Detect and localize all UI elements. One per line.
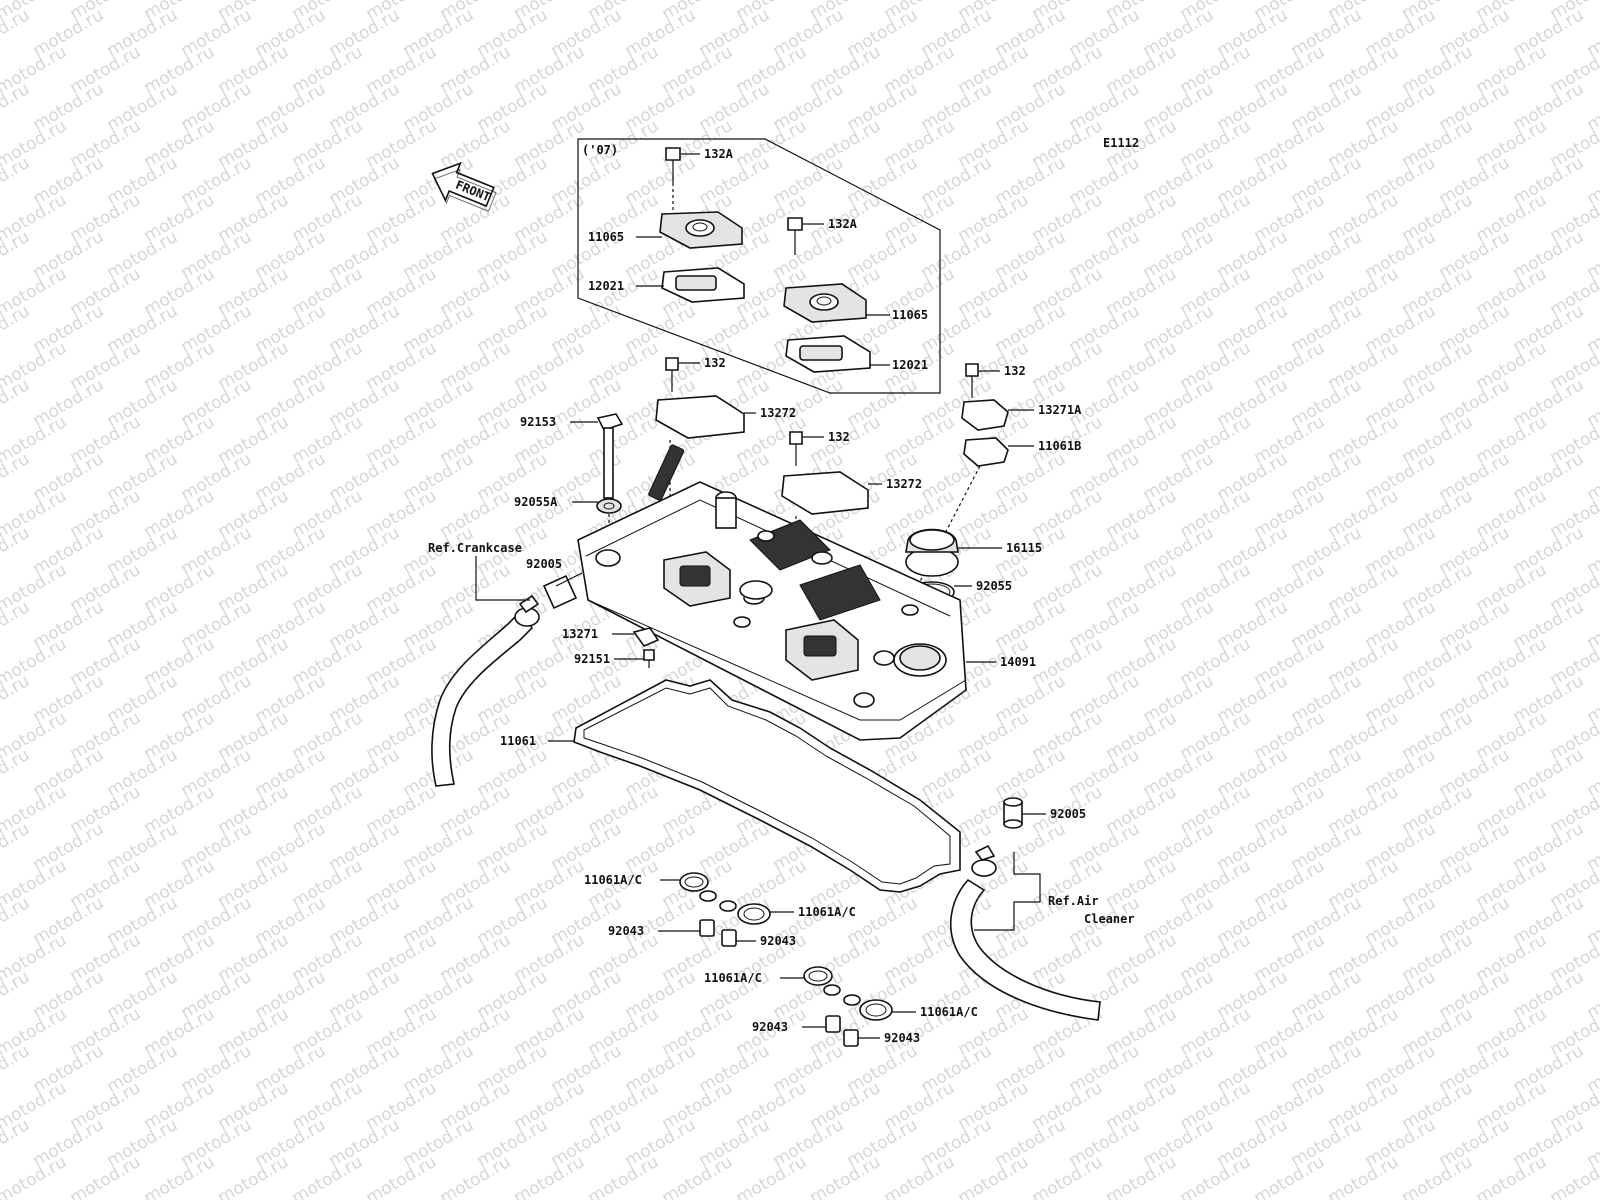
part-label: 92055A bbox=[514, 495, 558, 509]
inset-cover-left bbox=[659, 147, 745, 303]
part-label: 12021 bbox=[588, 279, 624, 293]
part-label: 11061A/C bbox=[704, 971, 762, 985]
part-label: 92043 bbox=[884, 1031, 920, 1045]
watermark-text: motod.ru bbox=[659, 1152, 737, 1200]
part-label: 92043 bbox=[608, 924, 644, 938]
cylinder-head-cover-14091 bbox=[577, 444, 967, 741]
clamp-crankcase bbox=[514, 594, 540, 627]
ref-air-cleaner-label-1: Ref.Air bbox=[1048, 894, 1099, 908]
watermark-text: motod.ru bbox=[1473, 1152, 1551, 1200]
hose-air-cleaner bbox=[949, 878, 1101, 1021]
leader-lines bbox=[475, 153, 1046, 1039]
part-label: 132 bbox=[704, 356, 726, 370]
watermark-text: motod.ru bbox=[363, 1152, 441, 1200]
seal-collar-group-2 bbox=[803, 966, 893, 1047]
part-label: 92005 bbox=[526, 557, 562, 571]
part-label: 92043 bbox=[760, 934, 796, 948]
watermark-text: motod.ru bbox=[437, 1152, 515, 1200]
ref-air-cleaner-label-2: Cleaner bbox=[1084, 912, 1135, 926]
watermark-text: motod.ru bbox=[1177, 1152, 1255, 1200]
part-label: 13272 bbox=[886, 477, 922, 491]
part-label: 16115 bbox=[1006, 541, 1042, 555]
part-label: 92055 bbox=[976, 579, 1012, 593]
watermark-text: motod.ru bbox=[289, 1152, 367, 1200]
part-label: 12021 bbox=[892, 358, 928, 372]
fitting-92005-left bbox=[542, 574, 578, 610]
part-label: 92153 bbox=[520, 415, 556, 429]
plate-13272-lower bbox=[781, 431, 869, 640]
watermark-text: motod.ru bbox=[511, 1152, 589, 1200]
part-label: 13271A bbox=[1038, 403, 1082, 417]
part-label: 92151 bbox=[574, 652, 610, 666]
watermark-text: motod.ru bbox=[67, 1152, 145, 1200]
watermark-text: motod.ru bbox=[215, 1152, 293, 1200]
watermark-text: motod.ru bbox=[881, 1152, 959, 1200]
part-label: 13272 bbox=[760, 406, 796, 420]
part-label: 132A bbox=[828, 217, 858, 231]
front-arrow-icon: FRONT bbox=[431, 161, 497, 212]
bracket-13271 bbox=[632, 627, 660, 668]
watermark-text: motod.ru bbox=[1325, 1152, 1403, 1200]
part-label: 11061A/C bbox=[920, 1005, 978, 1019]
bolt-92153 bbox=[596, 413, 624, 560]
part-label: 11061A/C bbox=[798, 905, 856, 919]
gasket-11061 bbox=[573, 679, 961, 893]
filler-cap-16115 bbox=[905, 528, 959, 603]
watermark-text: motod.ru bbox=[955, 1152, 1033, 1200]
watermark-text: motod.ru bbox=[1251, 1152, 1329, 1200]
watermark-text: motod.ru bbox=[1029, 1152, 1107, 1200]
part-label: 13271 bbox=[562, 627, 598, 641]
inset-cover-right bbox=[783, 217, 871, 373]
watermark-text: motod.ru bbox=[1399, 1152, 1477, 1200]
watermark-text: motod.ru bbox=[1103, 1152, 1181, 1200]
part-label: 11061 bbox=[500, 734, 536, 748]
part-label: 132A bbox=[704, 147, 734, 161]
watermark-text: motod.ru bbox=[141, 1152, 219, 1200]
year-tag: ('07) bbox=[582, 143, 618, 157]
watermark-text: motod.ru bbox=[807, 1152, 885, 1200]
watermark-text: motod.ru bbox=[733, 1152, 811, 1200]
part-label: 11065 bbox=[892, 308, 928, 322]
inset-07-box bbox=[577, 138, 941, 394]
part-label: 11061B bbox=[1038, 439, 1081, 453]
part-label: 14091 bbox=[1000, 655, 1036, 669]
part-label: 132 bbox=[1004, 364, 1026, 378]
part-label: 92005 bbox=[1050, 807, 1086, 821]
part-label: 11065 bbox=[588, 230, 624, 244]
part-label: 11061A/C bbox=[584, 873, 642, 887]
plate-13272-upper bbox=[655, 357, 745, 560]
diagram-code: E1112 bbox=[1103, 136, 1139, 150]
clamp-air-cleaner bbox=[971, 844, 997, 877]
ref-crankcase-label: Ref.Crankcase bbox=[428, 541, 522, 555]
part-label: 132 bbox=[828, 430, 850, 444]
watermark-text: motod.ru bbox=[585, 1152, 663, 1200]
part-label: 92043 bbox=[752, 1020, 788, 1034]
seal-collar-group-1 bbox=[679, 872, 771, 947]
hose-crankcase bbox=[431, 608, 533, 787]
part-labels: 132A 11065 12021 132A 11065 12021 132 13… bbox=[500, 147, 1086, 1045]
